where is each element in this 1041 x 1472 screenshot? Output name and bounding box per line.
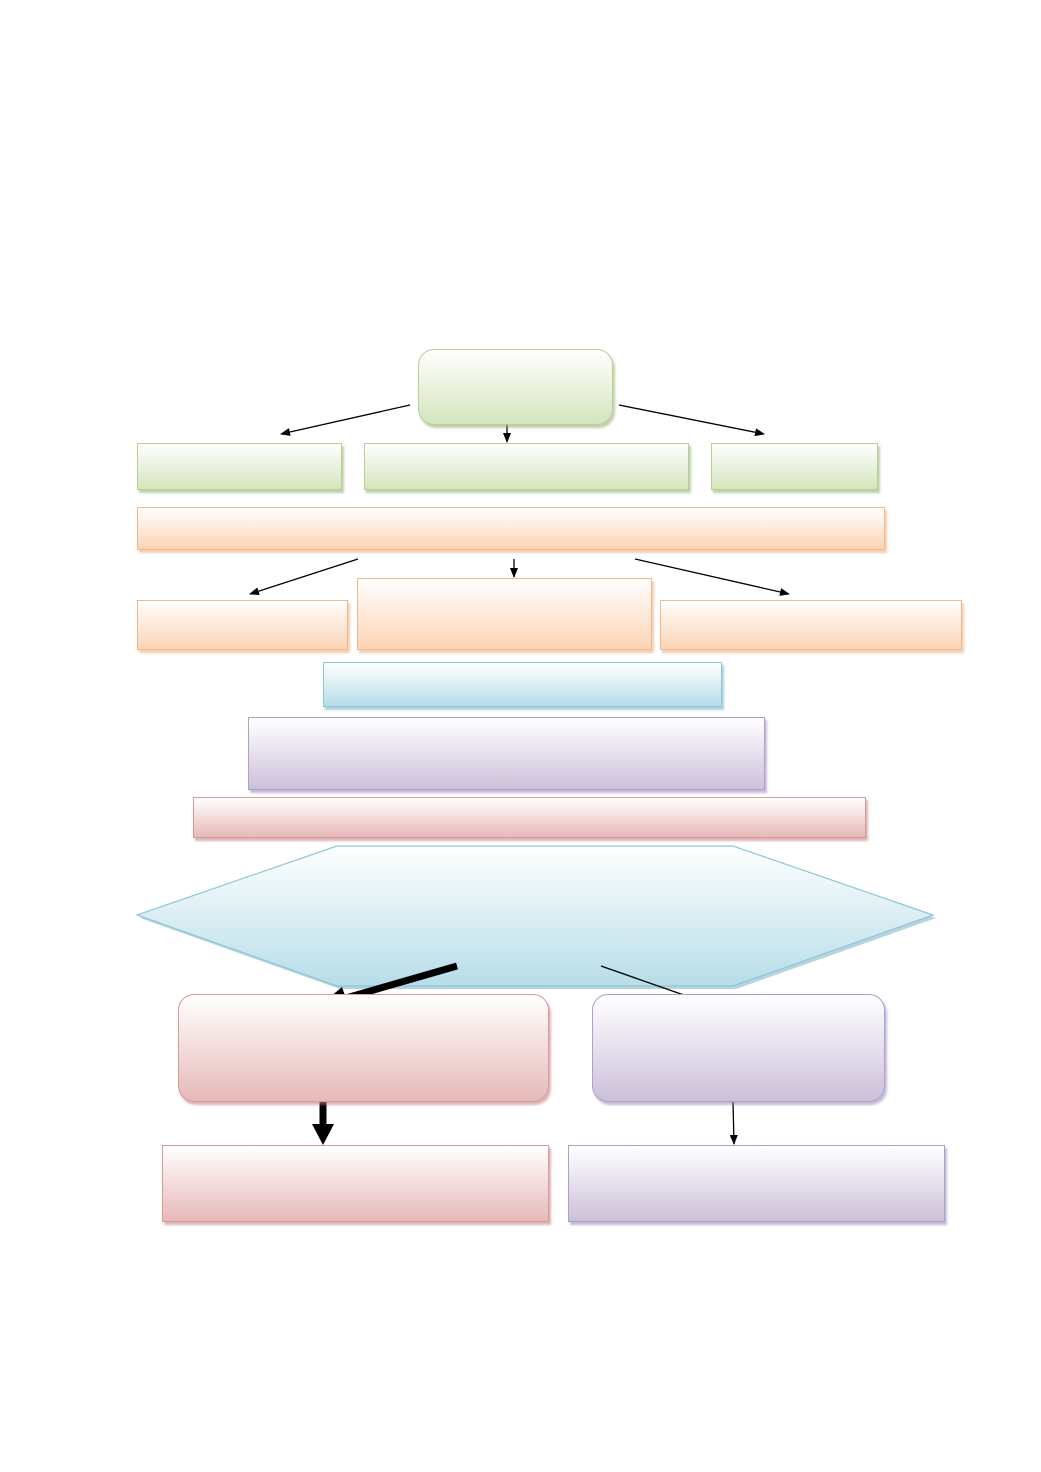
final-right-text [749, 1180, 765, 1188]
thick-arrow-decision-to-left [345, 962, 458, 1002]
level1-left-node [137, 443, 342, 490]
level2-right-node [660, 600, 962, 650]
thick-arrow-outcome-to-final-left-head [312, 1124, 334, 1145]
outcome-right-text [731, 1044, 747, 1052]
purple-bar-text [499, 750, 515, 758]
arrow-root-to-left [280, 404, 411, 436]
arrow-outcome-to-final-right [729, 1101, 738, 1145]
purple-bar [248, 717, 765, 790]
level1-left-text [232, 463, 248, 471]
final-left-node [162, 1145, 549, 1222]
wide-orange-bar [137, 507, 885, 550]
root-node-text [508, 383, 524, 391]
level1-center-text [519, 463, 535, 471]
root-node [418, 349, 613, 425]
arrow-root-to-right [618, 404, 765, 437]
final-left-text [348, 1180, 364, 1188]
level2-left-text [235, 621, 251, 629]
level1-center-node [364, 443, 689, 490]
decision-hexagon [135, 845, 935, 987]
final-right-node [568, 1145, 945, 1222]
level2-right-text [803, 621, 819, 629]
outcome-left-text [356, 1044, 372, 1052]
arrow-bar-to-left [249, 558, 359, 596]
level1-right-node [711, 443, 878, 490]
decision-text [340, 870, 730, 950]
red-bar [193, 797, 866, 838]
red-bar-text [522, 814, 538, 822]
level1-right-text [787, 463, 803, 471]
blue-bar [323, 662, 722, 707]
level2-left-node [137, 600, 348, 650]
level2-center-node [357, 578, 652, 650]
level2-center-text [497, 610, 513, 618]
outcome-left-node [178, 994, 549, 1102]
blue-bar-text [515, 681, 531, 689]
arrow-bar-to-right [634, 558, 790, 596]
outcome-right-node [592, 994, 885, 1102]
wide-orange-bar-text [503, 525, 519, 533]
